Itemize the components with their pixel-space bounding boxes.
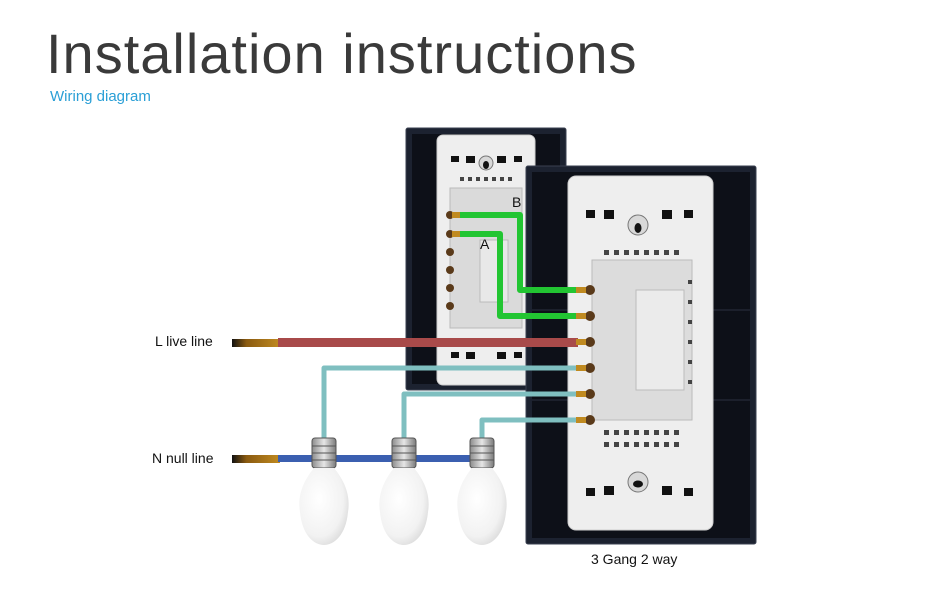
null-line-label: N null line	[152, 450, 214, 466]
light-bulb	[379, 437, 429, 545]
light-bulb	[457, 437, 507, 545]
null-wire	[232, 455, 470, 463]
terminal-b-label: B	[512, 194, 521, 210]
light-bulb	[299, 437, 349, 545]
load-wires	[321, 365, 578, 440]
live-wire	[232, 338, 586, 347]
terminal-a-label: A	[480, 236, 490, 252]
page-subtitle: Wiring diagram	[50, 88, 151, 105]
front-switch-panel	[525, 165, 757, 545]
switch-model-label: 3 Gang 2 way	[591, 551, 678, 567]
traveler-wires	[458, 212, 580, 319]
live-line-label: L live line	[155, 333, 213, 349]
page-title: Installation instructions	[46, 22, 638, 85]
